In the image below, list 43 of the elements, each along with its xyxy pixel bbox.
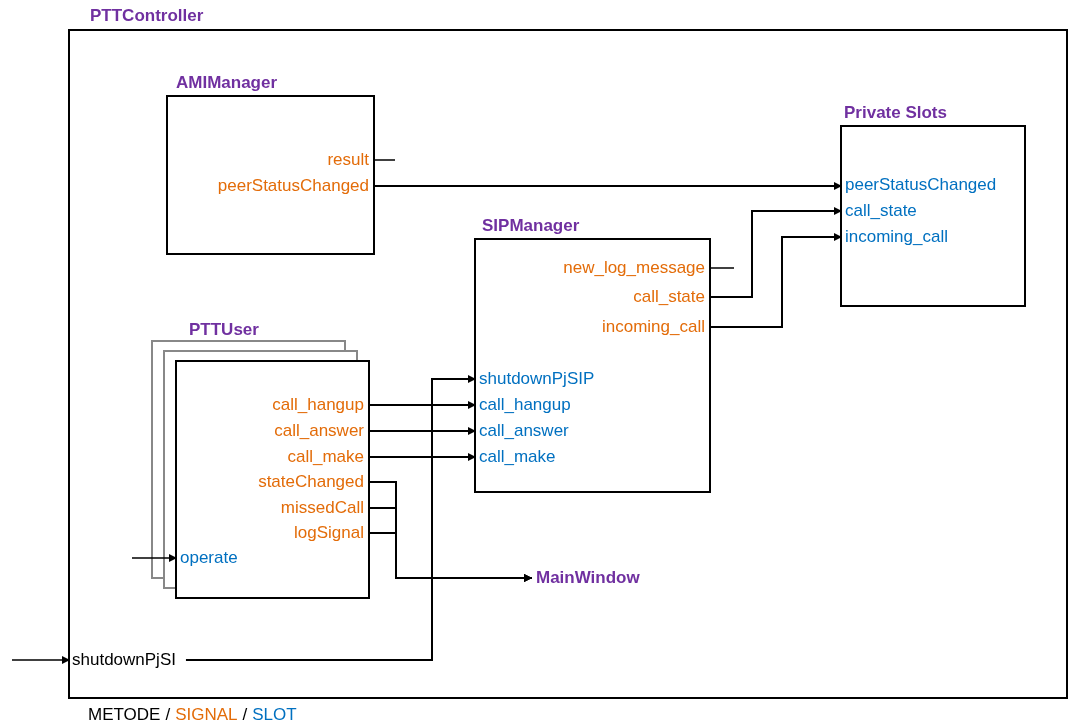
component-title: SIPManager — [482, 216, 580, 236]
legend-separator: / — [165, 705, 171, 724]
arrow — [131, 554, 178, 562]
port-label: call_make — [476, 446, 558, 468]
component-title: MainWindow — [532, 567, 640, 589]
port-label: call_hangup — [270, 394, 368, 416]
arrow — [11, 656, 71, 664]
arrow — [367, 532, 533, 582]
component-title: PTTUser — [189, 320, 259, 340]
component-title: AMIManager — [176, 73, 278, 93]
legend-entry: METODE — [88, 705, 161, 724]
arrow — [708, 233, 843, 328]
legend-separator: / — [242, 705, 248, 724]
port-label: call_hangup — [476, 394, 573, 416]
port-label: peerStatusChanged — [215, 175, 373, 197]
arrow — [367, 453, 477, 461]
port-label: stateChanged — [256, 471, 368, 493]
port-label: incoming_call — [600, 316, 709, 338]
arrow — [372, 182, 843, 190]
port-label: peerStatusChanged — [842, 174, 999, 196]
legend-entry: SIGNAL — [175, 705, 238, 724]
port-label: operate — [177, 547, 240, 569]
component-title: Private Slots — [844, 103, 947, 123]
legend-entry: SLOT — [252, 705, 297, 724]
arrow — [367, 427, 477, 435]
port-label: new_log_message — [561, 257, 709, 279]
port-label: shutdownPjSIP — [476, 368, 597, 390]
port-label: incoming_call — [842, 226, 950, 248]
arrow — [367, 401, 477, 409]
connector-line — [708, 267, 735, 269]
port-label: call_state — [631, 286, 709, 308]
port-label: shutdownPjSI — [70, 649, 186, 671]
component-title: PTTController — [90, 6, 204, 26]
port-label: call_answer — [476, 420, 571, 442]
port-label: call_state — [842, 200, 919, 222]
port-label: result — [325, 149, 373, 171]
arrow — [184, 375, 477, 661]
connector-line — [372, 159, 396, 161]
arrow — [708, 207, 843, 298]
port-label: logSignal — [292, 522, 368, 544]
port-label: call_answer — [272, 420, 368, 442]
port-label: missedCall — [278, 497, 368, 519]
port-label: call_make — [285, 446, 368, 468]
